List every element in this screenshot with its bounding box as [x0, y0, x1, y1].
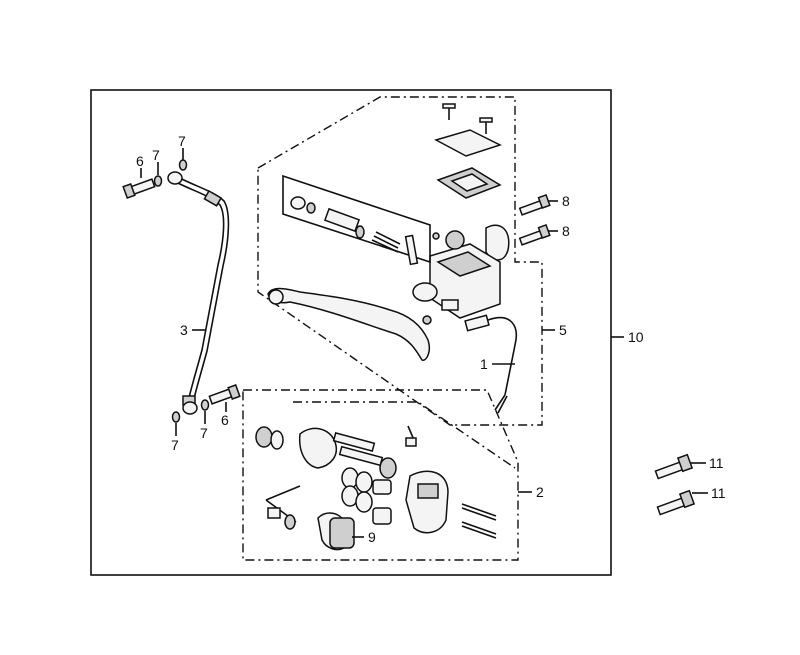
callout-7-bottom-a: 7: [171, 437, 179, 453]
callout-10: 10: [628, 329, 644, 345]
callout-8-b: 8: [562, 223, 570, 239]
master-cylinder-group-outline: [257, 96, 543, 426]
caliper-bracket: [298, 427, 337, 469]
washer-bottom-a: [171, 411, 181, 423]
brake-light-switch: [464, 314, 517, 414]
washer-bottom-b: [200, 399, 210, 411]
callout-11-b: 11: [711, 485, 726, 501]
caliper-group-outline: [242, 389, 519, 561]
piston-kit: [282, 174, 440, 266]
callout-2: 2: [536, 484, 544, 500]
brake-pads: [317, 512, 355, 551]
washer-top-b: [178, 159, 188, 171]
callout-6-bottom: 6: [221, 412, 229, 428]
callout-8-a: 8: [562, 193, 570, 209]
callout-7-top-b: 7: [178, 133, 186, 149]
master-cylinder-body: [412, 230, 501, 319]
brake-lever: [267, 287, 431, 361]
caliper-mount-bolt-a: [654, 453, 694, 480]
caliper-mount-bolt-b: [656, 489, 696, 516]
caliper-body: [405, 470, 449, 534]
reservoir-screws: [442, 103, 493, 134]
leader-lines: [140, 148, 708, 538]
caliper-pins: [332, 432, 384, 467]
assembly-frame-10: [90, 89, 612, 576]
callout-11-a: 11: [709, 455, 724, 471]
callout-6-top: 6: [136, 153, 144, 169]
callout-7-bottom-b: 7: [200, 425, 208, 441]
caliper-piston-seals: [341, 457, 397, 513]
brake-hose: [167, 171, 230, 415]
clamp-bolts: [518, 193, 551, 246]
pad-pins: [461, 503, 497, 539]
caliper-seals: [255, 426, 284, 450]
callout-3: 3: [180, 322, 188, 338]
callout-5: 5: [559, 322, 567, 338]
caliper-pistons: [372, 479, 392, 525]
bleeder-screw: [405, 425, 417, 447]
washer-top-a: [153, 175, 163, 187]
callout-1: 1: [480, 356, 488, 372]
banjo-bolt-bottom: [208, 384, 241, 405]
caliper-inner-outline: [293, 401, 516, 469]
reservoir-cap: [434, 129, 502, 157]
banjo-bolt-top: [122, 178, 156, 199]
callout-7-top-a: 7: [152, 147, 160, 163]
caliper-slide-pin: [265, 485, 301, 530]
callout-9: 9: [368, 529, 376, 545]
